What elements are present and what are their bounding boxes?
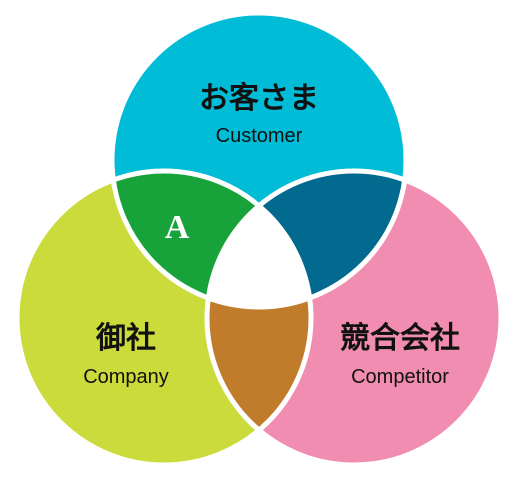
company-label-en: Company [83,366,169,388]
outline-company [14,168,314,468]
circle-outlines [14,10,504,468]
competitor-label-jp: 競合会社 [340,321,460,356]
outline-competitor [204,168,504,468]
outline-customer [109,10,409,310]
customer-label-jp: お客さま [199,81,319,116]
overlap-a-label: A [165,209,190,246]
competitor-label-en: Competitor [351,366,449,388]
overlap-center [207,171,311,307]
customer-label-en: Customer [216,125,303,147]
company-label-jp: 御社 [95,321,156,356]
